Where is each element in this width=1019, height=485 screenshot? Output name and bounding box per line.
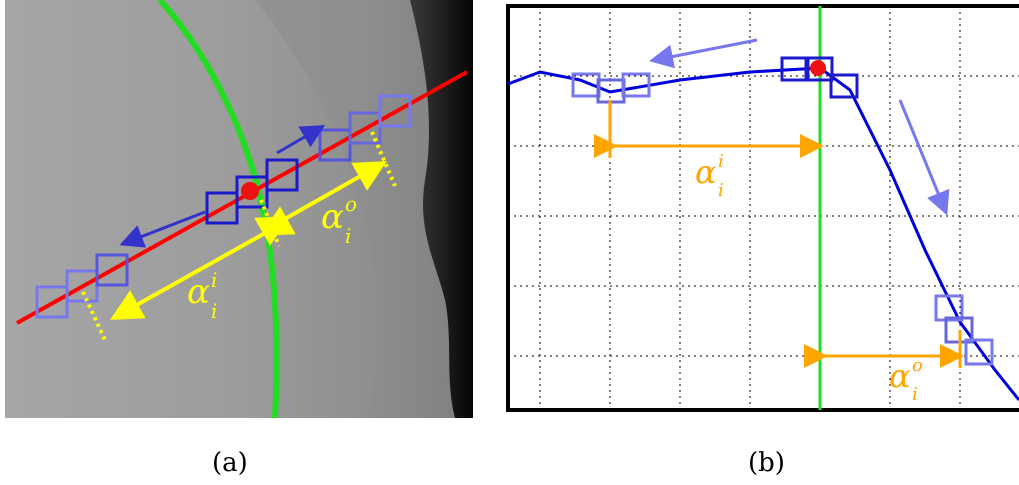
sample-box-faded bbox=[964, 338, 994, 366]
sample-box-faded bbox=[378, 94, 412, 128]
outward-direction-arrow bbox=[898, 99, 950, 216]
outer-distance-arrow bbox=[254, 161, 387, 246]
panel-b-plot: α i i α o i bbox=[505, 0, 1019, 418]
label-superscript: o bbox=[912, 355, 923, 376]
panel-b-svg: α i i α o i bbox=[505, 0, 1019, 418]
label-subscript: i bbox=[211, 299, 217, 323]
outer-distance-label: α o i bbox=[321, 192, 357, 248]
center-point bbox=[241, 182, 259, 200]
label-superscript: o bbox=[345, 192, 357, 216]
inward-direction-arrow bbox=[649, 38, 758, 69]
label-subscript: i bbox=[912, 384, 918, 405]
inner-distance-arrow bbox=[110, 206, 296, 320]
inner-distance-label: α i i bbox=[695, 151, 724, 201]
outer-distance-label: α o i bbox=[889, 355, 923, 405]
sample-box-faded bbox=[348, 111, 382, 145]
caption-b: (b) bbox=[748, 448, 785, 478]
label-superscript: i bbox=[211, 268, 217, 292]
center-point bbox=[810, 60, 826, 76]
plot-frame bbox=[506, 4, 1019, 412]
outward-direction-arrow bbox=[276, 124, 326, 155]
label-base: α bbox=[321, 197, 344, 237]
caption-a: (a) bbox=[212, 448, 248, 478]
label-base: α bbox=[187, 272, 210, 312]
panel-a-image: α i i α o i bbox=[5, 0, 473, 418]
dark-background-region bbox=[410, 0, 473, 418]
profile-line bbox=[16, 70, 468, 325]
outer-tick-mark bbox=[370, 131, 397, 187]
sample-box-faded bbox=[934, 294, 964, 322]
label-base: α bbox=[695, 153, 717, 191]
label-subscript: i bbox=[345, 224, 351, 248]
label-superscript: i bbox=[718, 151, 724, 172]
sample-box-faded bbox=[621, 72, 651, 98]
inner-distance-label: α i i bbox=[187, 268, 217, 323]
sample-box bbox=[829, 73, 859, 99]
sample-box bbox=[780, 56, 810, 82]
panel-a-svg: α i i α o i bbox=[5, 0, 473, 418]
label-subscript: i bbox=[718, 180, 724, 201]
label-base: α bbox=[889, 357, 911, 395]
sample-box bbox=[804, 56, 834, 82]
inner-tick-mark bbox=[81, 291, 107, 341]
